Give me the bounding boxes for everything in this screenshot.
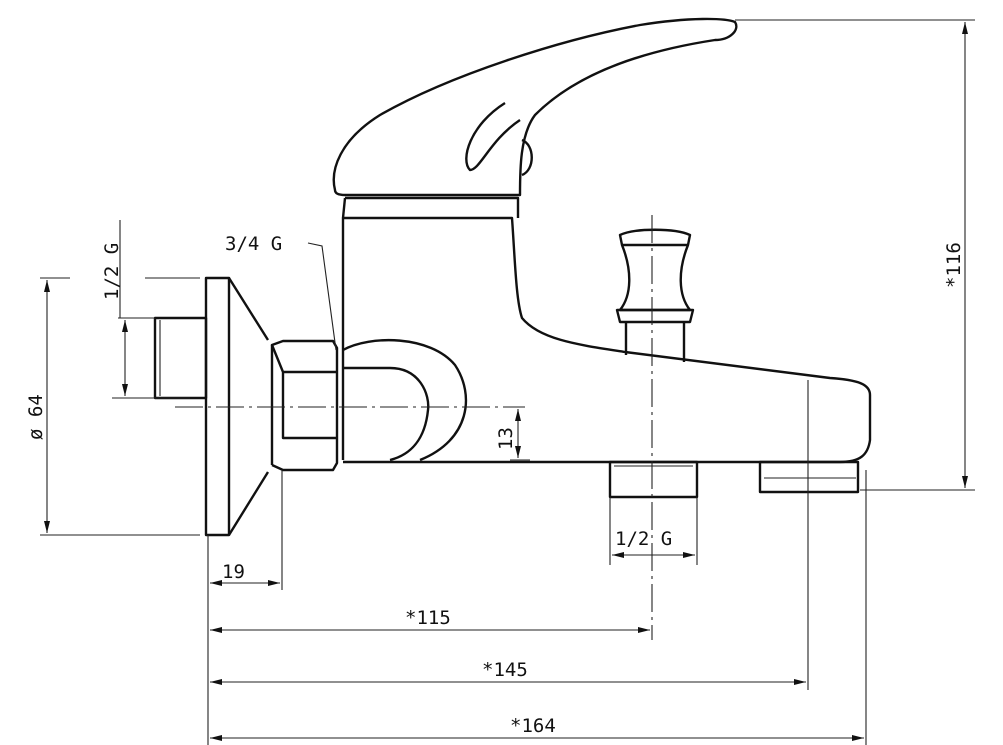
outlet-thread	[608, 460, 699, 499]
label-flange-depth: 19	[222, 561, 245, 583]
aerator	[758, 460, 860, 494]
hex-nut	[270, 339, 339, 472]
label-aerator-distance: *145	[482, 659, 528, 681]
body-outline	[341, 216, 872, 464]
label-flange-diameter: ø 64	[25, 394, 47, 440]
label-overall-height: *116	[943, 242, 965, 288]
label-overall-length: *164	[510, 715, 556, 737]
lever-handle	[332, 17, 738, 197]
label-offset: 13	[495, 427, 517, 450]
connector-arc-inner	[343, 366, 430, 462]
diverter-knob	[615, 228, 695, 362]
flange-cone	[227, 277, 270, 536]
extension-lines	[40, 19, 975, 745]
label-outlet-thread: 1/2 G	[615, 528, 672, 550]
connector-arc-outer	[342, 338, 468, 462]
dimension-lines	[44, 22, 968, 741]
inlet-pipe-stub	[153, 316, 208, 400]
label-inlet-thread: 1/2 G	[101, 243, 123, 300]
faucet-body	[332, 17, 872, 499]
label-body-thread: 3/4 G	[225, 233, 282, 255]
label-diverter-distance: *115	[405, 607, 451, 629]
